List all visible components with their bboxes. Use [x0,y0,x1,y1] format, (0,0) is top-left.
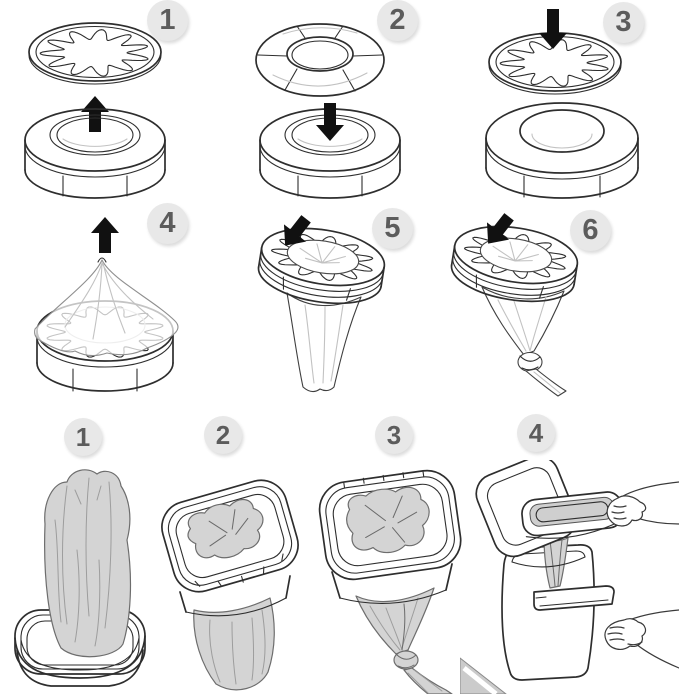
step-badge: 5 [372,208,413,249]
arrow-up-icon [81,96,109,132]
liner-bag [44,469,132,658]
step-badge: 3 [375,416,413,454]
dish-front-rim [14,635,146,679]
film-sleeve [286,292,362,393]
held-cassette [521,491,624,539]
step-badge: 4 [147,203,188,244]
arrow-up-icon [91,217,119,253]
refill-bag-into-pail [543,535,569,589]
step-badge: 3 [603,2,644,43]
step-illustration-pail-1 [14,469,146,687]
step-badge: 2 [377,0,418,41]
step-illustration-refill-1 [24,22,166,199]
step-badge: 2 [204,416,242,454]
gear-ring [28,22,162,85]
tilted-square-cassette [318,469,462,581]
step-illustration-refill-2 [255,23,401,199]
arrow-down-icon [539,9,567,49]
floor-mat-corner [460,657,507,694]
arrow-down-icon [283,215,311,246]
step-illustration-pail-3 [318,469,462,694]
step-badge: 6 [570,210,611,251]
step-illustration-refill-3 [485,9,639,199]
film-cone [34,257,179,357]
step-illustration-refill-6 [450,213,583,397]
step-badge: 1 [147,0,188,41]
film-ring [255,23,385,97]
side-handle [533,585,615,611]
diaper-pail [501,544,595,681]
lower-hand-icon [604,609,679,669]
arrow-down-icon [316,103,344,141]
step-illustration-pail-4 [460,460,679,694]
step-badge: 4 [517,414,555,452]
arrow-down-icon [486,213,514,244]
hanging-bag [193,597,275,691]
step-illustration-refill-5 [253,215,390,393]
pail-opening-rim [511,556,586,568]
tilted-square-cassette [161,479,299,593]
film-sleeve-knotted [481,286,567,397]
step-badge: 1 [64,418,102,456]
step-illustration-pail-2 [161,479,299,691]
upper-hand-icon [606,481,679,527]
assembled-cassette [485,102,639,199]
bag-funnel-knotted [355,587,453,694]
step-illustration-refill-4 [34,217,179,392]
tilted-cassette [253,219,390,312]
